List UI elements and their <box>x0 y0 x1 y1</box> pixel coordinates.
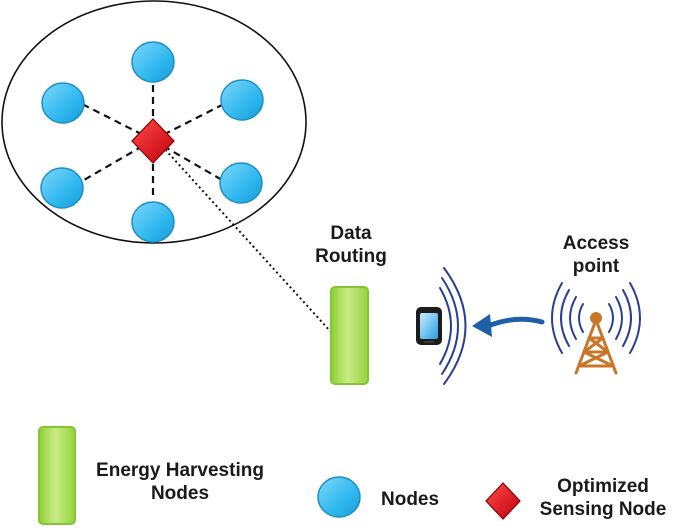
legend-energy-line2: Nodes <box>150 483 210 504</box>
sensor-node <box>220 79 264 121</box>
energy-harvesting-node <box>330 286 369 385</box>
curved-arrow-icon <box>472 314 545 337</box>
sensor-node <box>40 167 84 209</box>
legend-energy-line1: Energy Harvesting <box>96 460 264 481</box>
access-point-line1: Access <box>562 233 630 254</box>
sensor-nodes <box>40 41 264 243</box>
legend-sensing-line1: Optimized <box>557 476 649 497</box>
mobile-phone-icon <box>416 307 442 345</box>
data-routing-line1: Data <box>330 223 372 244</box>
legend-energy-swatch <box>38 426 76 525</box>
data-routing-line2: Routing <box>315 246 387 267</box>
optimized-sensing-node <box>131 118 175 164</box>
legend-sensing-line2: Sensing Node <box>539 499 667 520</box>
access-point-line2: point <box>572 256 620 277</box>
legend-node-swatch <box>317 476 361 518</box>
legend-energy-label: Energy Harvesting Nodes <box>80 459 280 505</box>
access-point-label: Access point <box>546 232 646 278</box>
sensor-node <box>131 41 175 83</box>
sensor-node <box>219 162 263 204</box>
phone-signal-waves <box>439 267 467 385</box>
legend-sensing-label: Optimized Sensing Node <box>525 475 681 521</box>
cluster-circle <box>1 0 307 244</box>
data-route-link <box>161 145 332 333</box>
radio-tower-icon <box>551 282 641 375</box>
data-routing-label: Data Routing <box>296 222 406 268</box>
legend-nodes-label: Nodes <box>381 489 440 510</box>
sensor-node <box>131 201 175 243</box>
legend-sensing-swatch <box>485 482 521 520</box>
sensor-node <box>41 82 85 124</box>
